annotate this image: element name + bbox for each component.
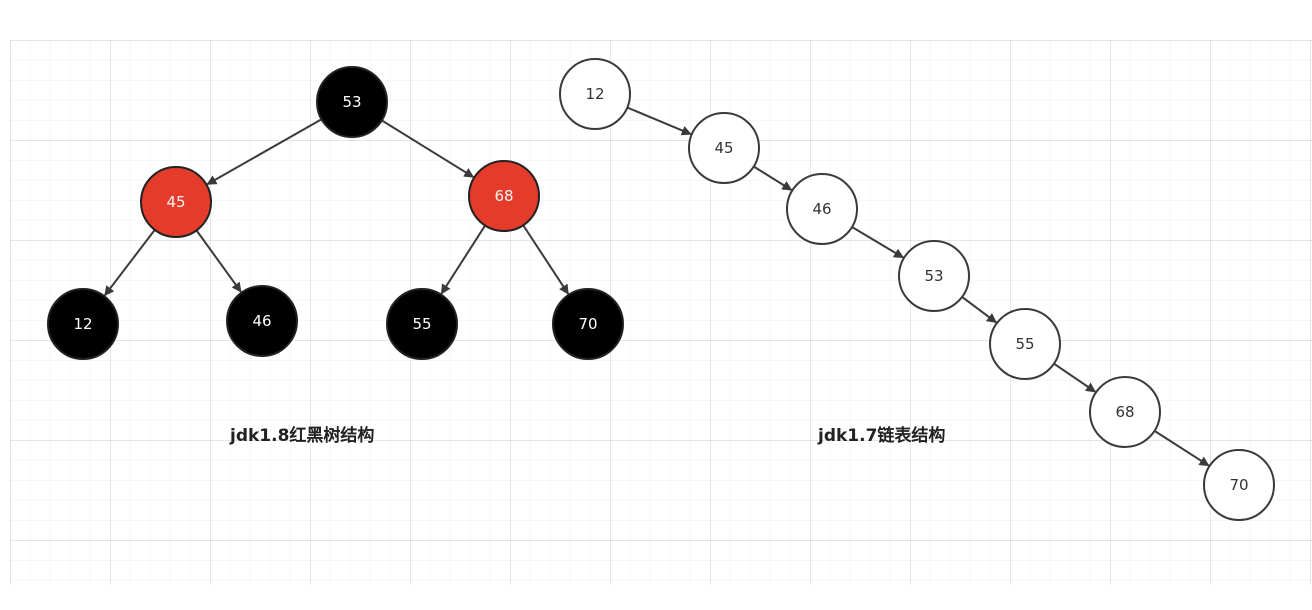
list-node-circle xyxy=(786,173,858,245)
tree-node-53: 53 xyxy=(316,66,388,138)
list-node-circle xyxy=(898,240,970,312)
list-edge-arrow xyxy=(851,226,904,259)
list-node-label: 45 xyxy=(714,139,733,157)
tree-node-circle xyxy=(226,285,298,357)
list-node-circle xyxy=(688,112,760,184)
tree-node-12: 12 xyxy=(47,288,119,360)
list-node-55: 55 xyxy=(989,308,1061,380)
tree-node-label: 53 xyxy=(342,93,361,111)
list-edge-arrow xyxy=(753,165,793,191)
list-node-68: 68 xyxy=(1089,376,1161,448)
edges-layer xyxy=(104,106,1210,467)
list-node-label: 12 xyxy=(585,85,604,103)
list-node-46: 46 xyxy=(786,173,858,245)
grid-background xyxy=(10,40,1312,585)
list-node-label: 70 xyxy=(1229,476,1248,494)
list-node-circle xyxy=(1089,376,1161,448)
tree-edge-arrow xyxy=(195,229,242,293)
tree-node-label: 12 xyxy=(73,315,92,333)
list-node-45: 45 xyxy=(688,112,760,184)
list-node-label: 68 xyxy=(1115,403,1134,421)
list-node-label: 53 xyxy=(924,267,943,285)
nodes-layer: 53 45 68 12 46 55 70 12 45 46 53 55 68 70 xyxy=(47,58,1275,521)
linked-list-caption: jdk1.7链表结构 xyxy=(818,426,946,446)
list-node-circle xyxy=(1203,449,1275,521)
list-edge-arrow xyxy=(961,296,997,324)
tree-node-55: 55 xyxy=(386,288,458,360)
tree-node-label: 45 xyxy=(166,193,185,211)
tree-node-68: 68 xyxy=(468,160,540,232)
tree-edge-arrow xyxy=(206,118,323,186)
tree-node-label: 70 xyxy=(578,315,597,333)
tree-edge-arrow xyxy=(522,224,570,295)
tree-edge-arrow xyxy=(381,119,475,178)
list-node-53: 53 xyxy=(898,240,970,312)
tree-edge-arrow xyxy=(104,229,156,297)
list-node-circle xyxy=(559,58,631,130)
list-node-circle xyxy=(989,308,1061,380)
tree-node-circle xyxy=(47,288,119,360)
tree-edge-arrow xyxy=(440,224,486,295)
list-node-70: 70 xyxy=(1203,449,1275,521)
tree-node-45: 45 xyxy=(140,166,212,238)
list-edge-arrow xyxy=(1053,362,1097,393)
list-node-label: 46 xyxy=(812,200,831,218)
tree-node-circle xyxy=(140,166,212,238)
tree-node-circle xyxy=(316,66,388,138)
list-edge-arrow xyxy=(626,106,692,136)
list-node-label: 55 xyxy=(1015,335,1034,353)
tree-node-label: 55 xyxy=(412,315,431,333)
tree-node-46: 46 xyxy=(226,285,298,357)
tree-node-label: 46 xyxy=(252,312,271,330)
tree-node-70: 70 xyxy=(552,288,624,360)
tree-node-circle xyxy=(386,288,458,360)
tree-node-label: 68 xyxy=(494,187,513,205)
list-edge-arrow xyxy=(1153,430,1210,467)
tree-node-circle xyxy=(552,288,624,360)
list-node-12: 12 xyxy=(559,58,631,130)
tree-node-circle xyxy=(468,160,540,232)
red-black-tree-caption: jdk1.8红黑树结构 xyxy=(230,426,375,446)
